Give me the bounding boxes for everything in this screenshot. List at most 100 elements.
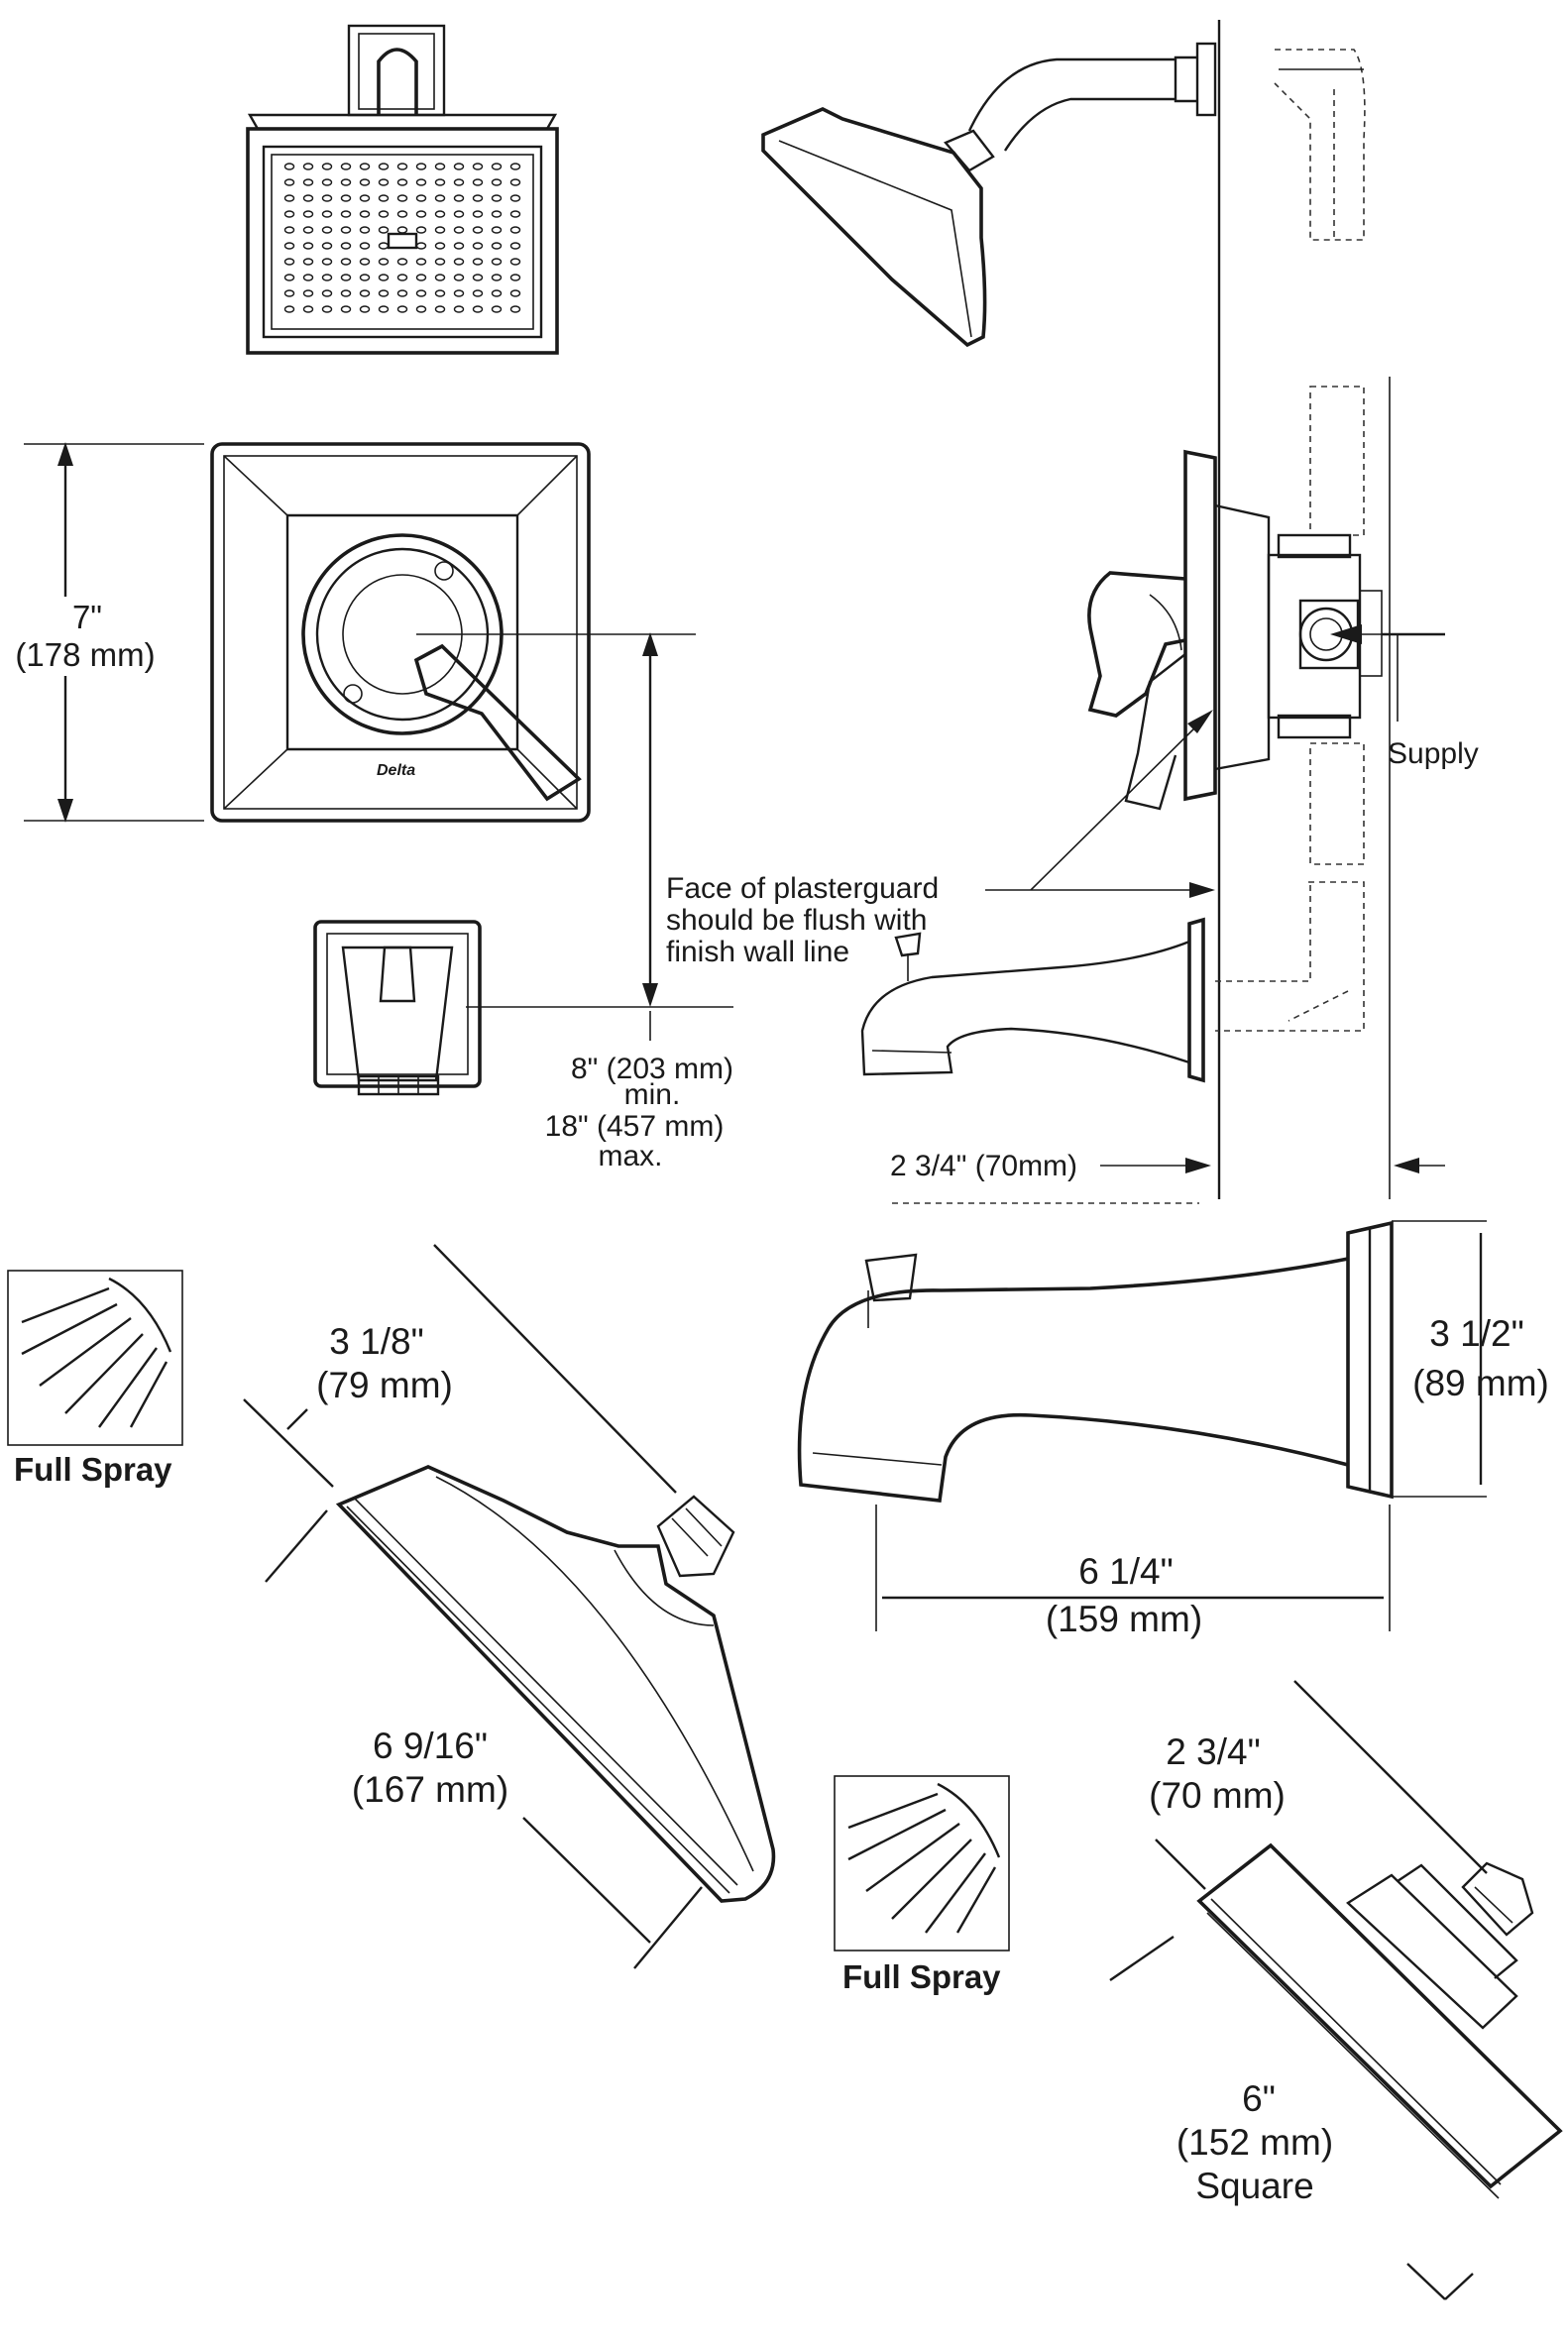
nozzle — [415, 274, 427, 281]
spout-distance-min: 8" (203 mm) — [571, 1053, 733, 1085]
nozzle — [472, 226, 484, 234]
nozzle — [434, 289, 446, 297]
nozzle — [321, 305, 333, 313]
head2-face-inches: 6" — [1242, 2078, 1276, 2119]
nozzle — [359, 242, 371, 250]
nozzle — [396, 178, 408, 186]
nozzle — [321, 274, 333, 281]
nozzle — [359, 178, 371, 186]
nozzle — [396, 305, 408, 313]
nozzle — [453, 178, 465, 186]
nozzle — [340, 210, 352, 218]
nozzle — [378, 163, 390, 170]
spout-distance-dimension: 8" (203 mm) min. 18" (457 mm) max. — [416, 632, 733, 1172]
nozzle — [378, 274, 390, 281]
nozzle — [509, 210, 521, 218]
nozzle — [472, 305, 484, 313]
showerhead-front-view — [246, 24, 559, 355]
brand-logo: Delta — [377, 762, 415, 779]
nozzle — [378, 289, 390, 297]
spout-height-mm: (89 mm) — [1412, 1363, 1549, 1403]
nozzle — [396, 258, 408, 266]
nozzle — [434, 274, 446, 281]
spout-length-mm: (159 mm) — [1046, 1599, 1202, 1639]
head2-face-shape: Square — [1195, 2166, 1313, 2206]
nozzle — [491, 178, 503, 186]
nozzle — [396, 210, 408, 218]
nozzle — [434, 242, 446, 250]
nozzle — [359, 210, 371, 218]
head2-depth-mm: (70 mm) — [1149, 1775, 1286, 1816]
nozzle — [321, 258, 333, 266]
tub-spout-front-view — [313, 920, 482, 1096]
nozzle — [359, 305, 371, 313]
nozzle — [415, 194, 427, 202]
nozzle — [453, 242, 465, 250]
nozzle — [321, 210, 333, 218]
nozzle — [283, 274, 295, 281]
nozzle — [378, 210, 390, 218]
nozzle — [415, 305, 427, 313]
nozzle — [283, 242, 295, 250]
nozzle — [472, 274, 484, 281]
nozzle — [340, 305, 352, 313]
spout-height-inches: 3 1/2" — [1429, 1313, 1523, 1354]
nozzle — [434, 258, 446, 266]
head1-depth-mm: (79 mm) — [316, 1365, 453, 1405]
nozzle — [491, 210, 503, 218]
nozzle — [509, 258, 521, 266]
supply-label: Supply — [1388, 737, 1479, 770]
nozzle — [283, 194, 295, 202]
nozzle — [340, 258, 352, 266]
nozzle — [415, 289, 427, 297]
nozzle — [491, 274, 503, 281]
nozzle — [321, 242, 333, 250]
nozzle — [359, 226, 371, 234]
nozzle — [472, 194, 484, 202]
nozzle — [491, 163, 503, 170]
nozzle — [415, 242, 427, 250]
nozzle — [359, 289, 371, 297]
spout-length-inches: 6 1/4" — [1078, 1551, 1173, 1592]
spout-distance-min-word: min. — [624, 1078, 681, 1111]
nozzle — [302, 258, 314, 266]
head2-depth-inches: 2 3/4" — [1166, 1731, 1260, 1772]
nozzle — [378, 194, 390, 202]
nozzle — [359, 274, 371, 281]
spout-distance-max: 18" (457 mm) — [545, 1110, 725, 1143]
nozzle — [302, 210, 314, 218]
showerhead-2-angled-view — [1109, 1680, 1563, 2300]
nozzle — [302, 242, 314, 250]
nozzle — [340, 178, 352, 186]
nozzle — [378, 178, 390, 186]
nozzle — [509, 226, 521, 234]
nozzle — [415, 210, 427, 218]
nozzle — [434, 226, 446, 234]
nozzle — [340, 289, 352, 297]
head1-face-mm: (167 mm) — [352, 1769, 508, 1810]
nozzle — [378, 226, 390, 234]
nozzle — [340, 226, 352, 234]
nozzle — [472, 178, 484, 186]
nozzle — [302, 289, 314, 297]
nozzle — [472, 210, 484, 218]
showerhead-1-angled-view — [243, 1244, 776, 1969]
nozzle — [509, 242, 521, 250]
nozzle — [509, 194, 521, 202]
nozzle — [415, 226, 427, 234]
nozzle — [359, 163, 371, 170]
nozzle — [340, 163, 352, 170]
nozzle — [415, 163, 427, 170]
nozzle — [396, 163, 408, 170]
nozzle — [453, 258, 465, 266]
nozzle — [453, 274, 465, 281]
plasterguard-note-line2: should be flush with — [666, 904, 928, 937]
nozzle — [302, 226, 314, 234]
nozzle — [434, 163, 446, 170]
head1-depth-inches: 3 1/8" — [329, 1321, 423, 1362]
nozzle — [283, 210, 295, 218]
plasterguard-note-line1: Face of plasterguard — [666, 872, 939, 905]
nozzle — [378, 242, 390, 250]
